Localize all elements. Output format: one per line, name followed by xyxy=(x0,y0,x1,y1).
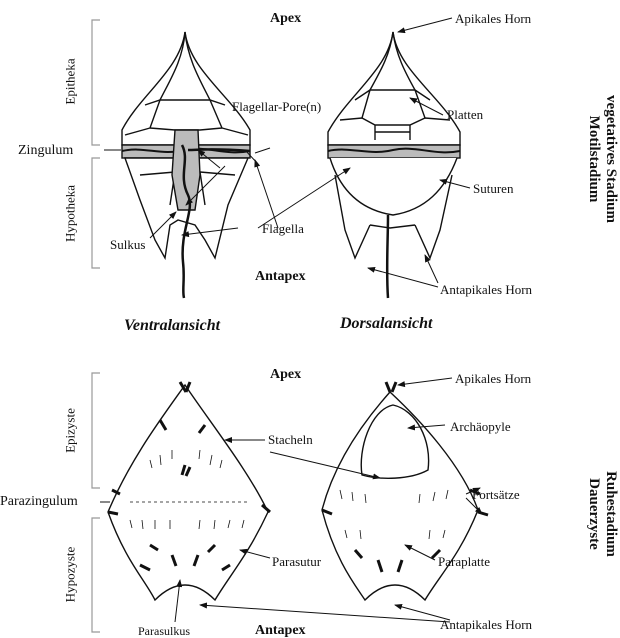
dauerzyste-label: Dauerzyste xyxy=(585,439,602,589)
sulkus-label: Sulkus xyxy=(110,238,145,251)
zingulum-label: Zingulum xyxy=(18,144,73,158)
antapex-label-top: Antapex xyxy=(255,270,306,284)
paraplatte-label: Paraplatte xyxy=(438,555,490,568)
bottom-side-title: Ruhestadium Dauerzyste xyxy=(581,439,619,589)
flagellar-pore-label: Flagellar-Pore(n) xyxy=(232,100,321,113)
parasutur-label: Parasutur xyxy=(272,555,321,568)
hypozyste-label: Hypozyste xyxy=(64,525,77,625)
stacheln-label: Stacheln xyxy=(268,433,313,446)
parasulkus-label: Parasulkus xyxy=(138,625,190,637)
hypotheka-label: Hypotheka xyxy=(64,164,77,264)
apex-label-bottom: Apex xyxy=(270,368,301,382)
ventral-cell xyxy=(122,32,250,298)
ventral-cyst xyxy=(108,382,270,600)
epitheka-label: Epitheka xyxy=(64,32,77,132)
parazingulum-label: Parazingulum xyxy=(0,495,78,509)
dorsal-cell xyxy=(328,32,460,298)
ventralansicht-label: Ventralansicht xyxy=(124,318,220,334)
brackets xyxy=(92,20,100,632)
antapikales-horn-label-top: Antapikales Horn xyxy=(440,283,532,296)
fortsaetze-label: Fortsätze xyxy=(472,488,520,501)
ruhestadium-label: Ruhestadium xyxy=(602,439,619,589)
suturen-label: Suturen xyxy=(473,182,513,195)
antapikales-horn-label-bottom: Antapikales Horn xyxy=(440,618,532,631)
apikales-horn-label-bottom: Apikales Horn xyxy=(455,372,531,385)
epizyste-label: Epizyste xyxy=(64,381,77,481)
archaeopyle-label: Archäopyle xyxy=(450,420,511,433)
vegetatives-stadium-label: vegetatives Stadium xyxy=(602,69,619,249)
top-side-title: vegetatives Stadium Motilstadium xyxy=(581,69,619,249)
antapex-label-bottom: Antapex xyxy=(255,624,306,638)
flagella-label: Flagella xyxy=(262,222,304,235)
dorsalansicht-label: Dorsalansicht xyxy=(340,316,432,332)
platten-label: Platten xyxy=(447,108,483,121)
apikales-horn-label-top: Apikales Horn xyxy=(455,12,531,25)
apex-label-top: Apex xyxy=(270,12,301,26)
motilstadium-label: Motilstadium xyxy=(585,69,602,249)
